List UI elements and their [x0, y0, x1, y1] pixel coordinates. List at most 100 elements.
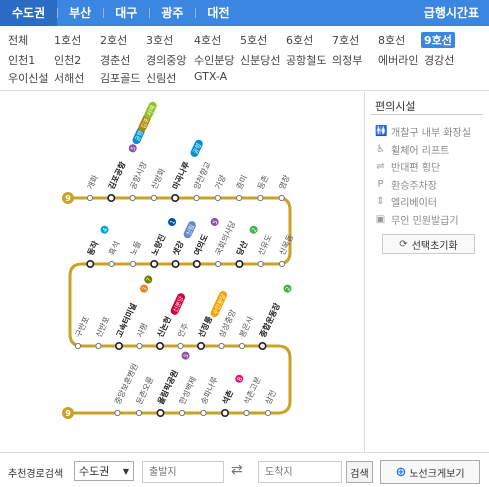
station-label[interactable]: 마곡나루	[170, 159, 192, 190]
station-label[interactable]: 신방화	[149, 166, 168, 191]
station-label[interactable]: 당산	[234, 239, 250, 257]
station-dot[interactable]	[114, 409, 121, 417]
station-label[interactable]: 노들	[129, 240, 143, 257]
station-dot[interactable]	[236, 194, 243, 202]
line-option[interactable]: GTX-A	[194, 70, 228, 83]
line-option[interactable]: 5호선	[240, 34, 268, 47]
station[interactable]: 여의도	[192, 232, 211, 269]
station-dot[interactable]	[257, 260, 264, 268]
search-button[interactable]: 검색	[346, 461, 373, 483]
station-label[interactable]: 흑석	[106, 239, 121, 257]
station-dot[interactable]	[214, 194, 221, 202]
station-label[interactable]: 언주	[175, 321, 190, 339]
station-label[interactable]: 봉은사	[238, 314, 256, 338]
station-dot[interactable]	[156, 408, 165, 417]
station[interactable]: 한성백제	[177, 375, 199, 417]
station-label[interactable]: 올림픽공원	[155, 368, 180, 406]
station-dot[interactable]	[107, 194, 116, 203]
line-option[interactable]: 서해선	[54, 72, 85, 85]
station-dot[interactable]	[221, 408, 230, 417]
station-dot[interactable]	[258, 342, 267, 351]
station[interactable]: 석촌고분	[241, 375, 263, 417]
station-label[interactable]: 신논현	[155, 315, 173, 339]
station-label[interactable]: 둔촌오륜	[135, 375, 156, 405]
station-label[interactable]: 염창	[277, 173, 292, 191]
reset-selection-button[interactable]: ⟳ 선택초기화	[382, 234, 475, 254]
station-dot[interactable]	[177, 342, 184, 350]
station-label[interactable]: 고속터미널	[114, 301, 139, 339]
station-label[interactable]: 공항시장	[127, 159, 149, 190]
station-label[interactable]: 김포공항	[106, 159, 128, 190]
region-tab[interactable]: 수도권	[0, 0, 58, 26]
station-dot[interactable]	[108, 260, 115, 268]
facility-item[interactable]: ⇌반대편 횡단	[375, 159, 440, 174]
line-option[interactable]: 인천2	[54, 54, 82, 67]
station[interactable]: 구반포	[74, 315, 91, 350]
station-dot[interactable]	[197, 342, 206, 351]
station-label[interactable]: 증미	[235, 174, 249, 191]
station[interactable]: 둔촌오륜	[135, 375, 156, 417]
station-dot[interactable]	[136, 342, 143, 350]
line-option[interactable]: 8호선	[378, 34, 406, 47]
station-dot[interactable]	[243, 409, 250, 417]
station-label[interactable]: 석촌	[220, 388, 236, 406]
line-option[interactable]: 김포골드	[100, 72, 141, 85]
station-label[interactable]: 등촌	[256, 174, 270, 191]
station[interactable]: 염창	[277, 173, 292, 202]
station[interactable]: 공항시장	[127, 159, 149, 202]
station-dot[interactable]	[74, 342, 82, 350]
facility-item[interactable]: ♿휠체어 리프트	[375, 142, 449, 157]
station-label[interactable]: 송파나루	[199, 375, 220, 405]
station-label[interactable]: 가양	[213, 173, 228, 191]
station-label[interactable]: 개화	[85, 173, 101, 191]
station-dot[interactable]	[156, 342, 165, 351]
station-dot[interactable]	[95, 342, 102, 350]
region-select[interactable]: 수도권 ▼	[74, 461, 134, 481]
station-dot[interactable]	[150, 260, 159, 269]
line-option[interactable]: 경춘선	[100, 54, 131, 67]
station-dot[interactable]	[193, 194, 200, 202]
station-dot[interactable]	[257, 194, 264, 202]
destination-input[interactable]	[258, 461, 342, 483]
station-dot[interactable]	[235, 260, 244, 269]
line-option[interactable]: 9호선	[421, 32, 455, 48]
line-option[interactable]: 2호선	[100, 34, 128, 47]
station[interactable]: 봉은사	[238, 314, 256, 350]
station-label[interactable]: 양천향교	[191, 160, 213, 191]
facility-item[interactable]: ⇕엘리베이터	[375, 194, 437, 209]
station-label[interactable]: 샛강	[170, 239, 186, 257]
station-dot[interactable]	[218, 342, 225, 350]
station[interactable]: 삼전	[263, 388, 278, 417]
station[interactable]: 양천향교	[191, 160, 213, 202]
station[interactable]: 올림픽공원	[155, 368, 180, 417]
line-option[interactable]: 수인분당	[194, 54, 235, 67]
station[interactable]: 신논현	[155, 315, 173, 351]
station[interactable]: 신반포	[94, 315, 112, 350]
station[interactable]: 마곡나루	[170, 159, 192, 203]
station-dot[interactable]	[171, 194, 180, 203]
facility-item[interactable]: 🚻개찰구 내부 화장실	[375, 124, 471, 139]
station[interactable]: 사평	[134, 321, 150, 350]
station-dot[interactable]	[264, 409, 272, 417]
line-option[interactable]: 경의중앙	[146, 54, 187, 67]
station[interactable]: 종합운동장	[257, 301, 282, 351]
origin-input[interactable]	[142, 461, 224, 483]
line-option[interactable]: 인천1	[8, 54, 36, 67]
line-option[interactable]: 공항철도	[286, 54, 327, 67]
station[interactable]: 선정릉	[196, 314, 215, 351]
station[interactable]: 흑석	[106, 239, 122, 268]
line-option[interactable]: 4호선	[194, 34, 222, 47]
region-tab[interactable]: 대전	[195, 0, 241, 26]
station[interactable]: 삼성중앙	[216, 307, 238, 350]
station[interactable]: 가양	[213, 173, 228, 202]
line-option[interactable]: 3호선	[146, 34, 174, 47]
station-label[interactable]: 여의도	[192, 232, 211, 257]
station-label[interactable]: 노량진	[149, 233, 167, 257]
station-label[interactable]: 선정릉	[196, 314, 215, 339]
station-label[interactable]: 구반포	[74, 315, 91, 339]
station[interactable]: 고속터미널	[114, 301, 139, 351]
station-dot[interactable]	[200, 409, 207, 417]
station-dot[interactable]	[238, 342, 246, 350]
facility-item[interactable]: ▣무인 민원발급기	[375, 212, 459, 227]
